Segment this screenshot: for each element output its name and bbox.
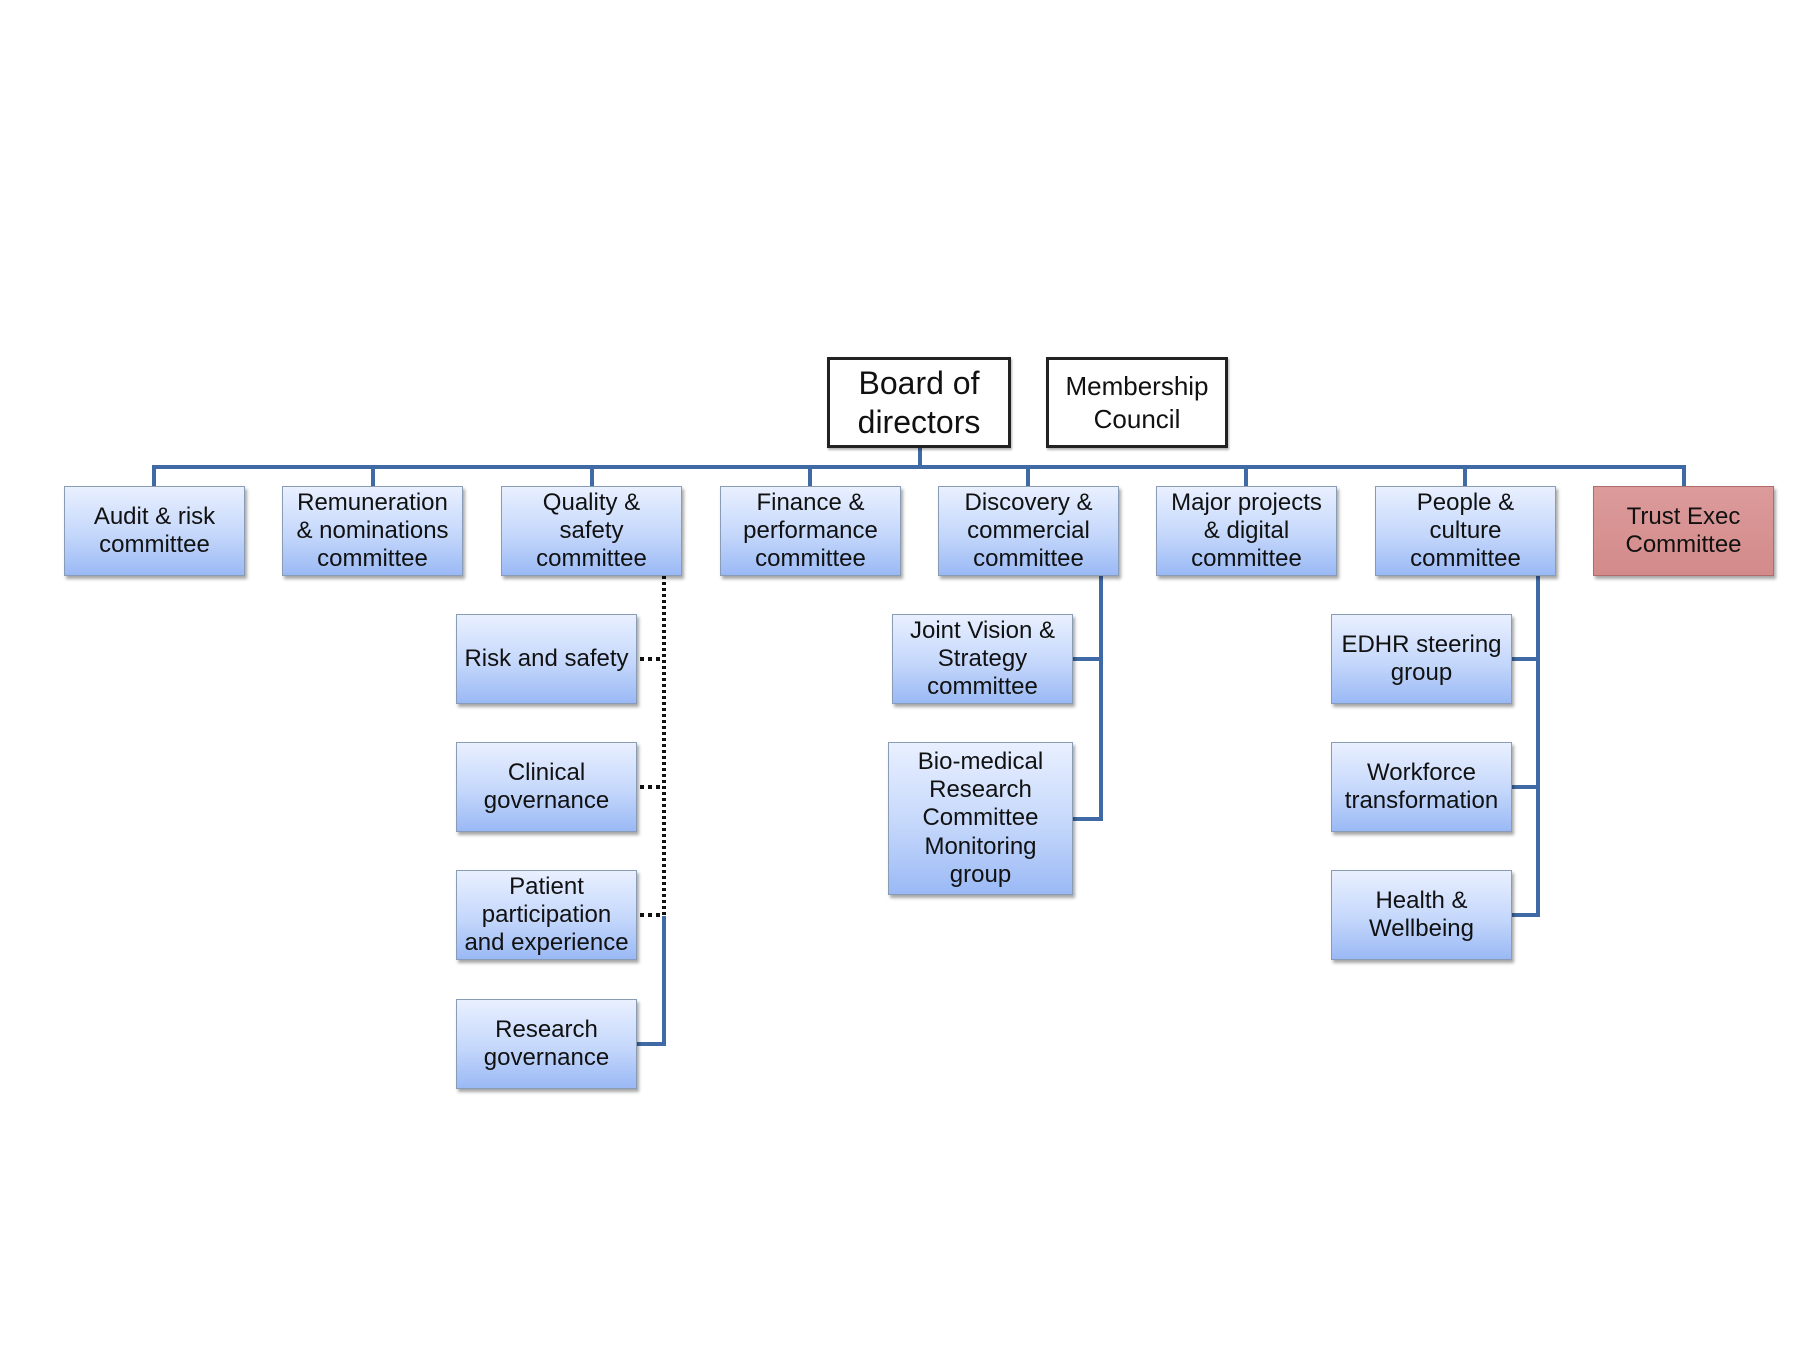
- board-of-directors-label: Board of directors: [857, 365, 981, 440]
- subgroup-label: Bio-medical Research Committee Monitorin…: [917, 748, 1044, 888]
- subgroup-label: Clinical governance: [483, 758, 610, 814]
- committee-quality-safety: Quality & safety committee: [501, 486, 682, 576]
- board-of-directors-box: Board of directors: [827, 357, 1011, 448]
- committee-trust-exec: Trust Exec Committee: [1593, 486, 1774, 576]
- committee-label: Quality & safety committee: [536, 488, 647, 573]
- subgroup-label: Workforce transformation: [1344, 758, 1499, 814]
- committee-remuneration-nominations: Remuneration & nominations committee: [282, 486, 463, 576]
- subgroup-label: Patient participation and experience: [464, 872, 629, 957]
- committee-people-culture: People & culture committee: [1375, 486, 1556, 576]
- committee-major-projects-digital: Major projects & digital committee: [1156, 486, 1337, 576]
- committee-audit-risk: Audit & risk committee: [64, 486, 245, 576]
- committee-label: People & culture committee: [1410, 488, 1521, 573]
- subgroup-patient-participation: Patient participation and experience: [456, 870, 637, 960]
- subgroup-label: Health & Wellbeing: [1369, 886, 1474, 942]
- committee-label: Audit & risk committee: [93, 502, 216, 558]
- subgroup-label: EDHR steering group: [1341, 630, 1502, 686]
- subgroup-label: Joint Vision & Strategy committee: [910, 616, 1055, 701]
- committee-finance-performance: Finance & performance committee: [720, 486, 901, 576]
- subgroup-label: Risk and safety: [464, 644, 629, 672]
- subgroup-workforce-transformation: Workforce transformation: [1331, 742, 1512, 832]
- committee-label: Finance & performance committee: [743, 488, 878, 573]
- membership-council-label: Membership Council: [1065, 371, 1209, 434]
- subgroup-clinical-governance: Clinical governance: [456, 742, 637, 832]
- subgroup-label: Research governance: [483, 1015, 610, 1071]
- subgroup-research-governance: Research governance: [456, 999, 637, 1089]
- committee-label: Discovery & commercial committee: [964, 488, 1093, 573]
- subgroup-health-wellbeing: Health & Wellbeing: [1331, 870, 1512, 960]
- committee-label: Trust Exec Committee: [1625, 502, 1742, 558]
- committee-label: Remuneration & nominations committee: [296, 488, 449, 573]
- subgroup-edhr-steering: EDHR steering group: [1331, 614, 1512, 704]
- subgroup-biomedical-research-monitoring: Bio-medical Research Committee Monitorin…: [888, 742, 1073, 895]
- committee-discovery-commercial: Discovery & commercial committee: [938, 486, 1119, 576]
- subgroup-joint-vision-strategy: Joint Vision & Strategy committee: [892, 614, 1073, 704]
- committee-label: Major projects & digital committee: [1171, 488, 1322, 573]
- membership-council-box: Membership Council: [1046, 357, 1228, 448]
- subgroup-risk-and-safety: Risk and safety: [456, 614, 637, 704]
